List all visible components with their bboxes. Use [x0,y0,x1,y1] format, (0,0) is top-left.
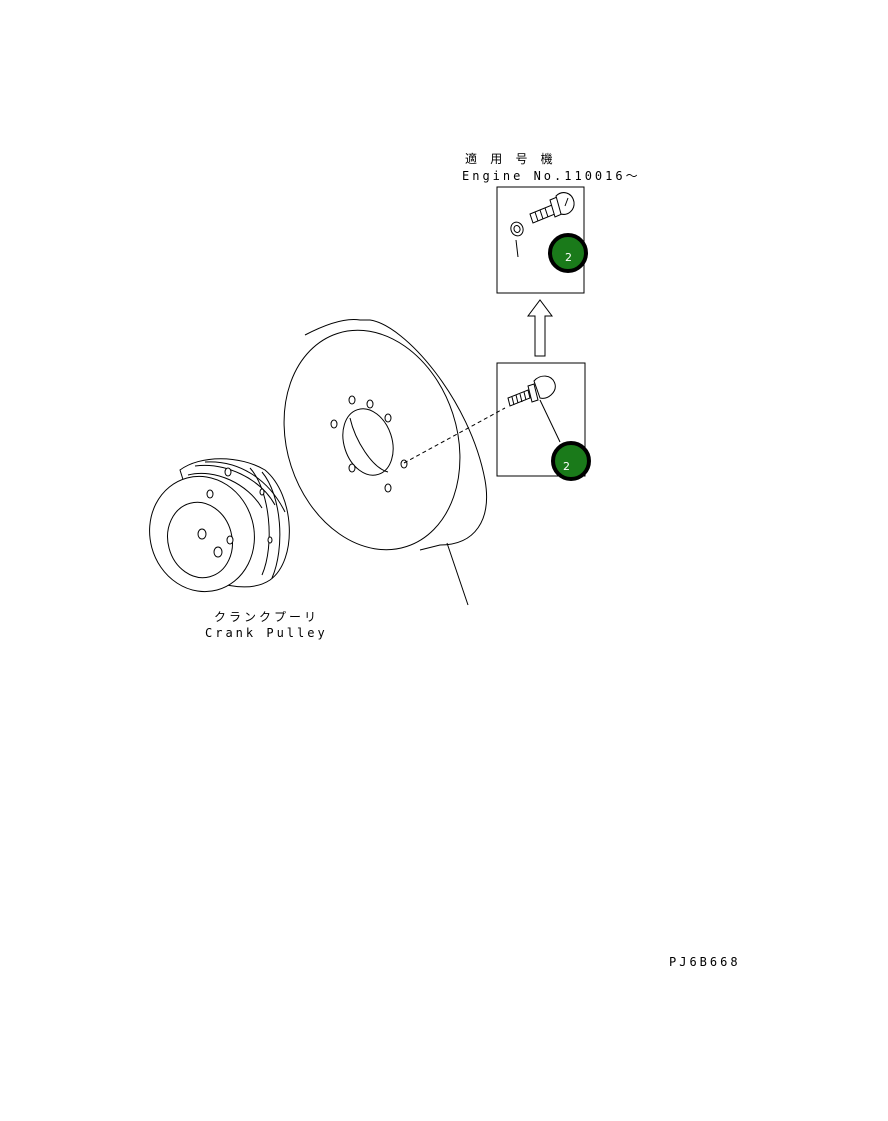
engine-number-label: Engine No.110016～ [462,169,641,183]
callout-lower-number: 2 [563,460,570,473]
drawing-code: PJ6B668 [669,955,741,969]
up-arrow [527,299,553,357]
crank-pulley-label-jp: クランクプーリ [214,610,320,624]
callout-upper: 2 [548,233,588,273]
damper-disc [283,319,487,606]
applicable-serial-label-jp: 適 用 号 機 [465,152,556,166]
callout-upper-number: 2 [565,251,572,264]
callout-lower: 2 [551,441,591,481]
crank-pulley-label-en: Crank Pulley [205,626,328,640]
crank-pulley [149,458,290,593]
